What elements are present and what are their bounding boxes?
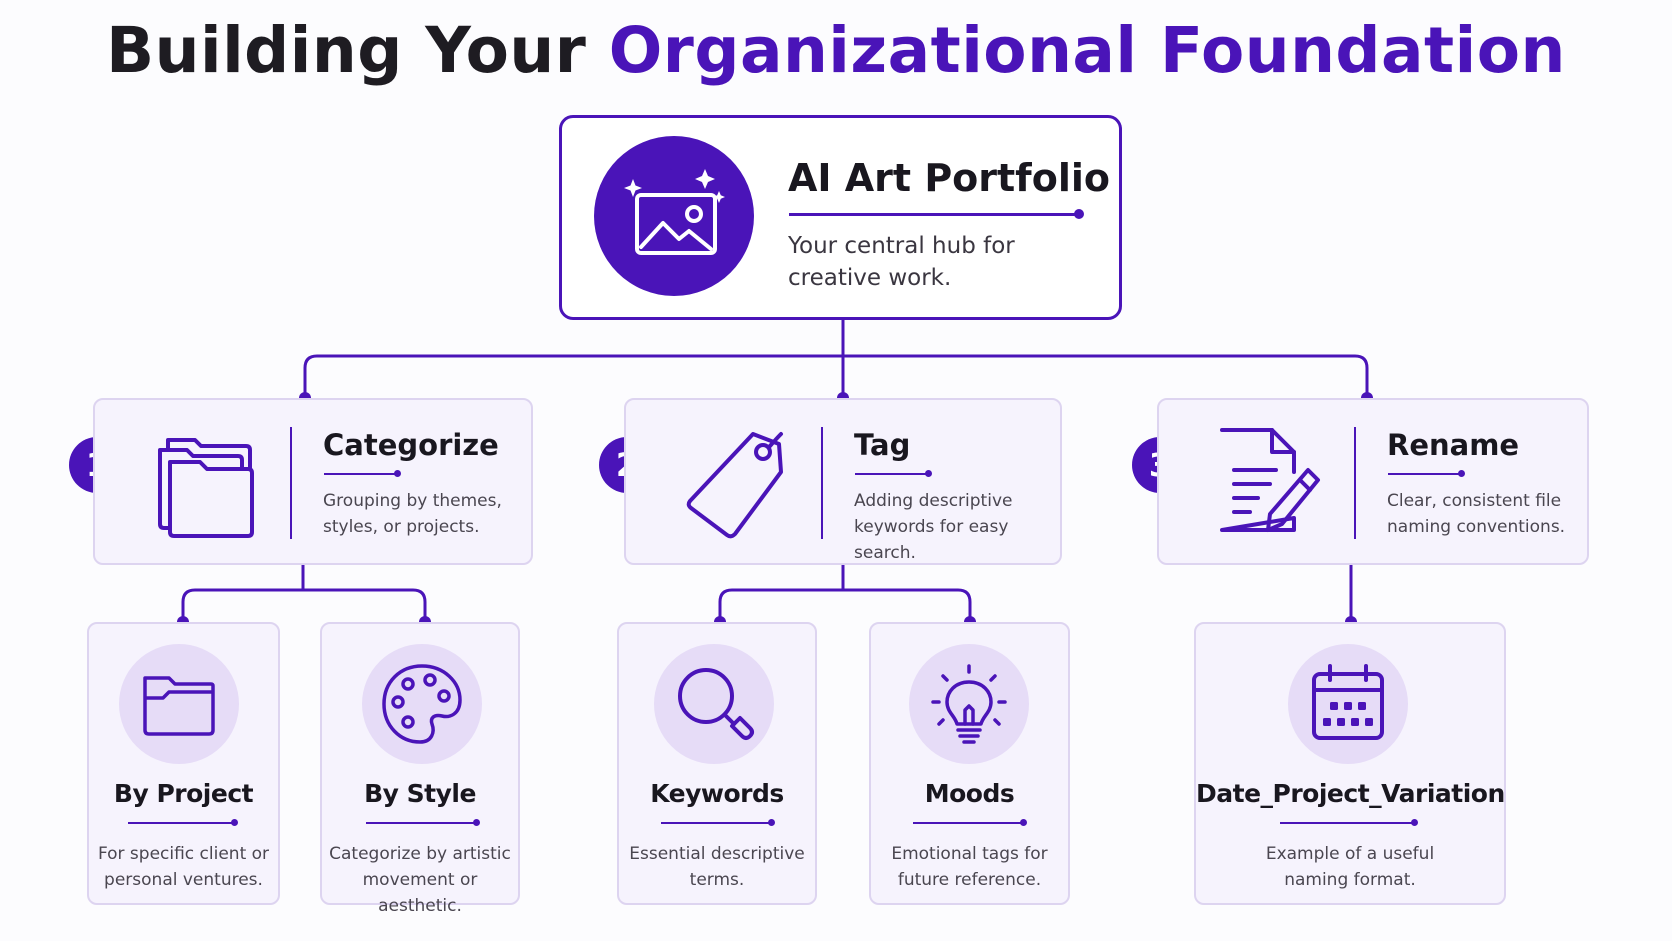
- lightbulb-icon: [931, 664, 1007, 744]
- leaf-card-moods: Moods Emotional tags for future referenc…: [869, 622, 1070, 905]
- step-title: Categorize: [323, 428, 499, 462]
- leaf-card-keywords: Keywords Essential descriptive terms.: [617, 622, 817, 905]
- leaf-desc-line: movement or aesthetic.: [362, 870, 478, 916]
- step-underline-dot: [394, 470, 401, 477]
- leaf-underline: [128, 822, 234, 824]
- leaf-title: Keywords: [650, 779, 784, 808]
- leaf-desc-line: future reference.: [897, 870, 1042, 890]
- leaf-desc-line: naming format.: [1284, 870, 1416, 890]
- step-desc-line: Grouping by themes,: [323, 491, 502, 511]
- leaf-icon-circle: [119, 644, 239, 764]
- leaf-desc-line: Categorize by artistic: [329, 844, 511, 864]
- leaf-description: For specific client or personal ventures…: [95, 841, 272, 893]
- leaf-description: Emotional tags for future reference.: [877, 841, 1062, 893]
- leaf-card-date-project-variation: Date_Project_Variation Example of a usef…: [1194, 622, 1506, 905]
- root-underline-dot: [1074, 209, 1084, 219]
- leaf-underline-dot: [1411, 819, 1418, 826]
- title-lead: Building Your: [106, 14, 587, 87]
- leaf-title: By Project: [113, 779, 254, 808]
- tag-icon: [686, 432, 783, 539]
- document-pencil-icon: [1220, 428, 1320, 532]
- leaf-title: By Style: [364, 779, 476, 808]
- leaf-title: Moods: [924, 779, 1015, 808]
- calendar-icon: [1312, 664, 1384, 740]
- step-desc-line: Clear, consistent file: [1387, 491, 1562, 511]
- step-underline: [855, 473, 927, 475]
- step-card-categorize: Categorize Grouping by themes, styles, o…: [93, 398, 533, 565]
- leaf-underline: [1280, 822, 1414, 824]
- step-divider: [1354, 427, 1356, 539]
- root-desc-line: creative work.: [788, 265, 952, 291]
- leaf-description: Categorize by artistic movement or aesth…: [328, 841, 512, 919]
- step-divider: [290, 427, 292, 539]
- leaf-desc-line: For specific client or: [97, 844, 270, 864]
- leaf-description: Example of a useful naming format.: [1202, 841, 1498, 893]
- step-desc-line: keywords for easy search.: [854, 517, 1009, 563]
- leaf-title: Date_Project_Variation: [1196, 779, 1505, 808]
- step-underline: [1388, 473, 1460, 475]
- title-accent: Organizational Foundation: [608, 14, 1566, 87]
- step-desc-line: styles, or projects.: [323, 517, 480, 537]
- leaf-desc-line: Essential descriptive: [629, 844, 805, 864]
- magnifier-icon: [678, 668, 754, 740]
- leaf-underline-dot: [473, 819, 480, 826]
- leaf-desc-line: terms.: [689, 870, 745, 890]
- step-card-tag: Tag Adding descriptive keywords for easy…: [624, 398, 1062, 565]
- step-underline: [324, 473, 396, 475]
- categorize-children-connector: [181, 565, 427, 622]
- step-underline-dot: [925, 470, 932, 477]
- folder-icon: [143, 676, 215, 736]
- palette-icon: [382, 664, 462, 744]
- leaf-underline-dot: [768, 819, 775, 826]
- root-to-steps-connector: [303, 320, 1369, 398]
- leaf-description: Essential descriptive terms.: [625, 841, 809, 893]
- step-title: Rename: [1387, 428, 1520, 462]
- leaf-underline: [661, 822, 771, 824]
- step-underline-dot: [1458, 470, 1465, 477]
- root-title: AI Art Portfolio: [788, 156, 1110, 200]
- step-description: Adding descriptive keywords for easy sea…: [854, 488, 1054, 566]
- root-description: Your central hub for creative work.: [788, 230, 1088, 294]
- leaf-icon-circle: [1288, 644, 1408, 764]
- leaf-card-by-style: By Style Categorize by artistic movement…: [320, 622, 520, 916]
- step-divider: [821, 427, 823, 539]
- root-underline: [789, 213, 1079, 216]
- tag-children-connector: [718, 565, 972, 622]
- leaf-underline: [913, 822, 1023, 824]
- leaf-icon-circle: [362, 644, 482, 764]
- step-desc-line: Adding descriptive: [854, 491, 1013, 511]
- leaf-card-by-project: By Project For specific client or person…: [87, 622, 280, 905]
- leaf-underline-dot: [1020, 819, 1027, 826]
- leaf-desc-line: Example of a useful: [1265, 844, 1435, 864]
- leaf-icon-circle: [909, 644, 1029, 764]
- root-icon-circle: [594, 136, 754, 296]
- step-title: Tag: [854, 428, 911, 462]
- step-desc-line: naming conventions.: [1387, 517, 1566, 537]
- image-with-sparkles-icon: [624, 169, 725, 255]
- root-desc-line: Your central hub for: [788, 233, 1015, 259]
- leaf-desc-line: Emotional tags for: [891, 844, 1048, 864]
- leaf-underline-dot: [231, 819, 238, 826]
- step-description: Clear, consistent file naming convention…: [1387, 488, 1587, 540]
- step-description: Grouping by themes, styles, or projects.: [323, 488, 523, 540]
- leaf-icon-circle: [654, 644, 774, 764]
- step-card-rename: Rename Clear, consistent file naming con…: [1157, 398, 1589, 565]
- leaf-desc-line: personal ventures.: [104, 870, 263, 890]
- folders-icon: [158, 438, 254, 538]
- page-title: Building Your Organizational Foundation: [0, 14, 1672, 87]
- root-card: AI Art Portfolio Your central hub for cr…: [559, 115, 1122, 320]
- leaf-underline: [366, 822, 476, 824]
